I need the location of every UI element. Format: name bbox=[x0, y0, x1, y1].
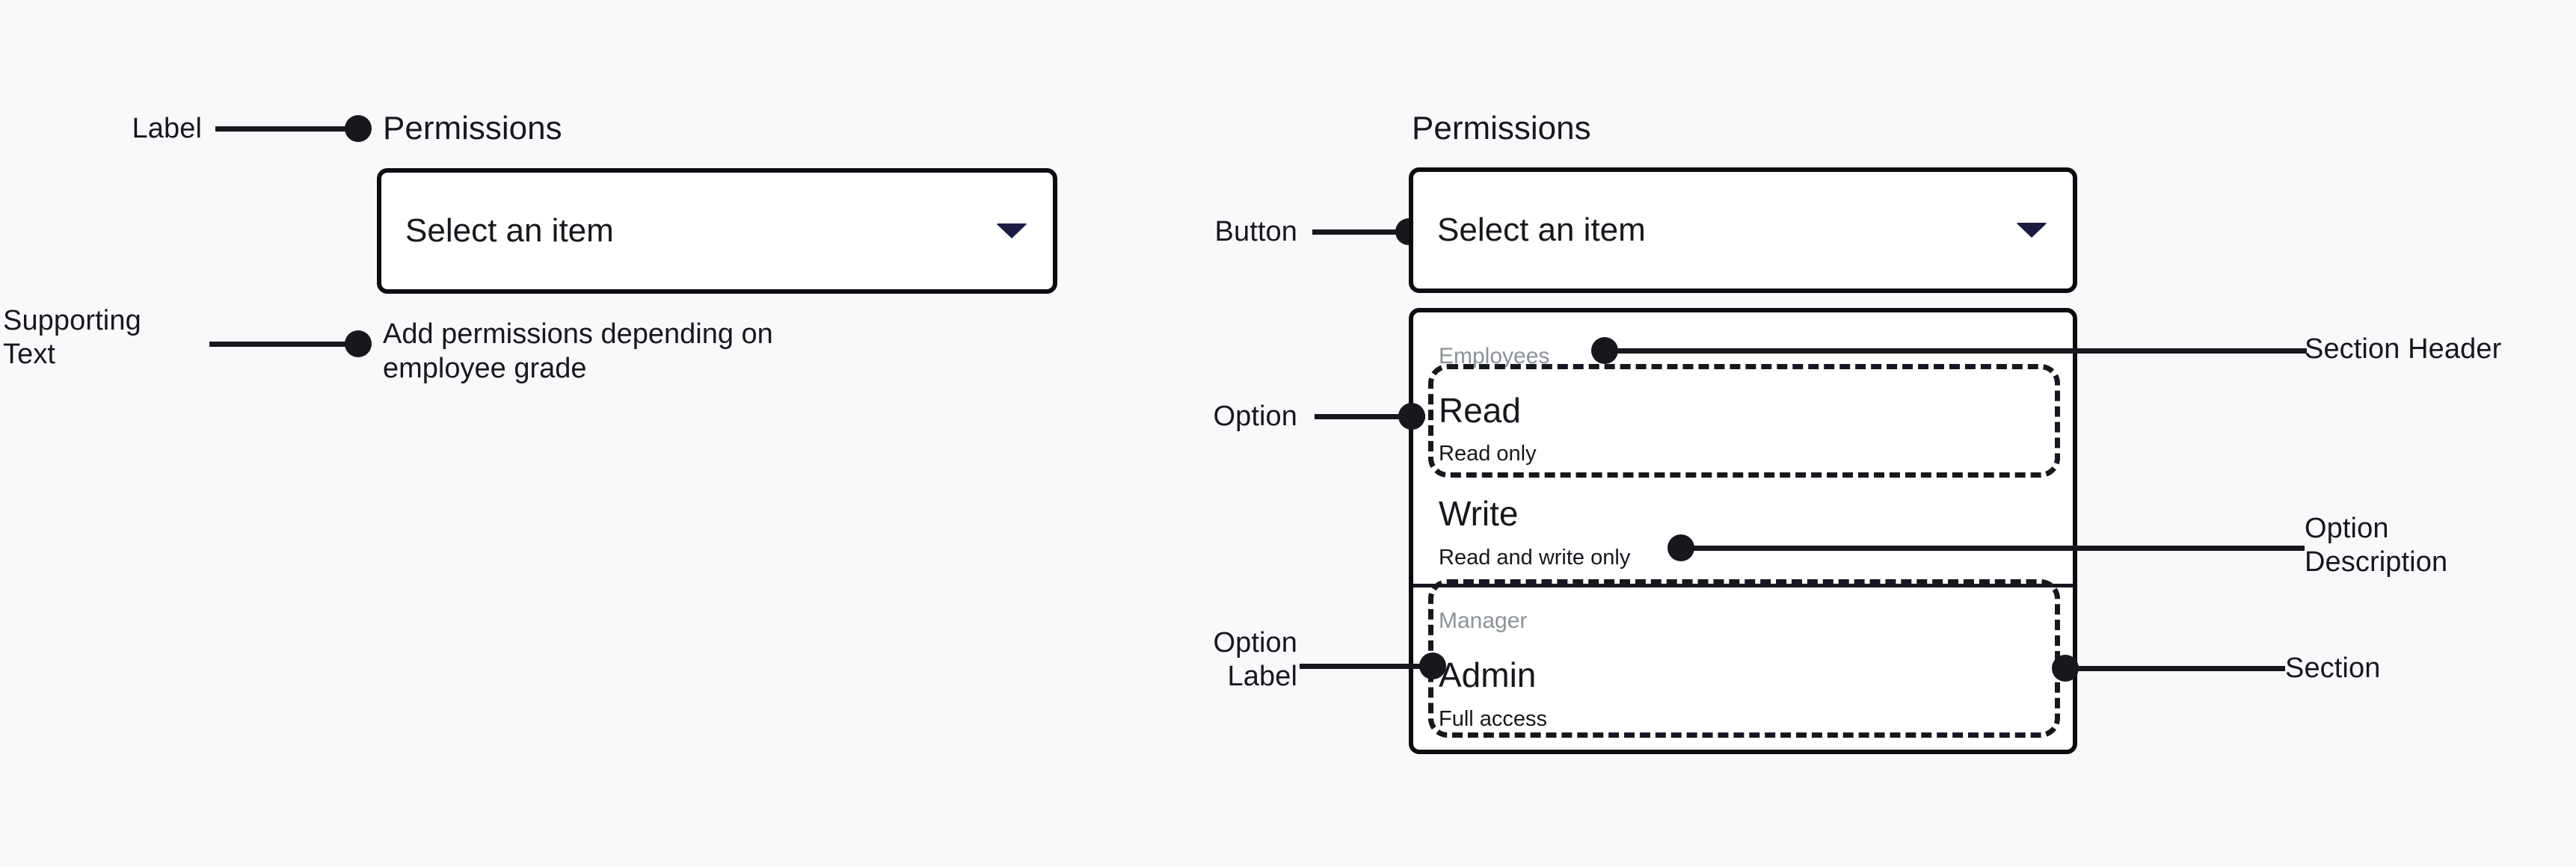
left-select-value: Select an item bbox=[405, 212, 614, 249]
annotation-section: Section bbox=[2285, 652, 2381, 684]
option-label-write: Write bbox=[1439, 494, 1519, 533]
right-field-label: Permissions bbox=[1412, 110, 1591, 146]
annotation-label: Label bbox=[132, 113, 202, 144]
leader-line-option-description bbox=[1691, 546, 2305, 551]
left-supporting-text: Add permissions depending on employee gr… bbox=[383, 318, 773, 385]
options-listbox[interactable]: Employees Read Read only Write Read and … bbox=[1409, 308, 2077, 754]
listbox-option-read[interactable]: Read Read only bbox=[1413, 372, 2073, 475]
leader-line-section-header bbox=[1615, 348, 2307, 354]
leader-dot-section-header bbox=[1591, 337, 1618, 364]
leader-line-button bbox=[1312, 229, 1424, 235]
listbox-section-manager: Manager Admin Full access bbox=[1413, 587, 2073, 750]
option-description-admin: Full access bbox=[1439, 707, 1548, 731]
listbox-section-divider bbox=[1413, 584, 2073, 587]
annotation-section-header: Section Header bbox=[2305, 333, 2502, 365]
right-select-button[interactable]: Select an item bbox=[1409, 167, 2077, 293]
leader-line-section bbox=[2076, 666, 2285, 671]
chevron-down-icon bbox=[996, 223, 1027, 238]
option-description-write: Read and write only bbox=[1439, 546, 1631, 570]
option-description-read: Read only bbox=[1439, 442, 1537, 466]
leader-line-option-label bbox=[1300, 664, 1428, 669]
leader-dot-supporting-text bbox=[345, 330, 372, 357]
left-field-label: Permissions bbox=[383, 110, 562, 146]
option-label-admin: Admin bbox=[1439, 655, 1537, 694]
annotation-option-description: Option Description bbox=[2305, 513, 2448, 578]
listbox-option-admin[interactable]: Admin Full access bbox=[1413, 638, 2073, 741]
annotation-option-label: Option Label bbox=[1213, 627, 1297, 692]
leader-dot-label bbox=[345, 115, 372, 142]
annotation-button: Button bbox=[1214, 216, 1297, 247]
option-label-read: Read bbox=[1439, 391, 1521, 430]
annotation-supporting-text: Supporting Text bbox=[3, 305, 141, 370]
annotation-option: Option bbox=[1213, 401, 1297, 432]
leader-line-label bbox=[215, 126, 362, 132]
listbox-section-employees: Employees Read Read only Write Read and … bbox=[1413, 312, 2073, 587]
left-select-button[interactable]: Select an item bbox=[377, 168, 1057, 294]
leader-line-option bbox=[1315, 414, 1425, 419]
listbox-option-write[interactable]: Write Read and write only bbox=[1413, 478, 2073, 581]
leader-dot-option-label bbox=[1419, 652, 1446, 679]
leader-line-supporting-text bbox=[209, 342, 359, 347]
right-select-value: Select an item bbox=[1437, 212, 1646, 248]
leader-dot-section bbox=[2052, 655, 2079, 682]
section-header-employees: Employees bbox=[1439, 344, 1550, 368]
section-header-manager: Manager bbox=[1439, 608, 1528, 633]
leader-dot-option bbox=[1398, 403, 1425, 430]
leader-dot-option-description bbox=[1667, 534, 1694, 561]
chevron-down-icon bbox=[2016, 223, 2047, 238]
